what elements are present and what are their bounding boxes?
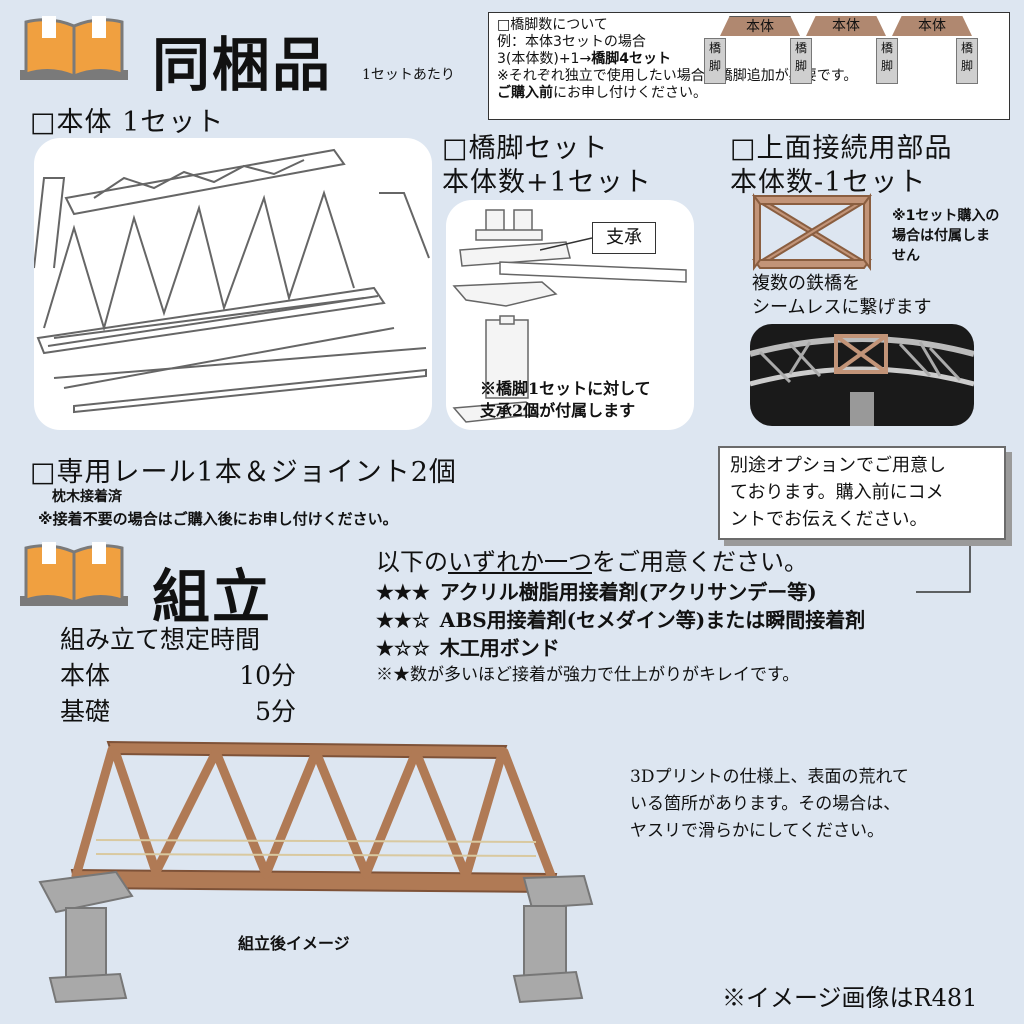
- pier-note-line1: □橋脚数について: [497, 17, 608, 33]
- diagram-body-2: 本体: [806, 16, 886, 36]
- diagram-pier-2: 橋脚: [790, 38, 812, 84]
- bearing-label: 支承: [592, 222, 656, 254]
- pier-note-line4: ※それぞれ独立で使用したい場合は橋脚追加が必要です。: [497, 68, 858, 84]
- rail-note: ※接着不要の場合はご購入後にお申し付けください。: [38, 510, 398, 528]
- diagram-body-3: 本体: [892, 16, 972, 36]
- image-note: ※イメージ画像はR481: [722, 984, 978, 1012]
- adhesive-item: ★☆☆木工用ボンド: [376, 636, 560, 660]
- pier-diagram: 本体 本体 本体 橋脚 橋脚 橋脚 橋脚: [700, 14, 980, 84]
- book-icon: [20, 542, 128, 606]
- adhesive-item: ★★★アクリル樹脂用接着剤(アクリサンデー等): [376, 580, 817, 604]
- contents-title: 同梱品: [152, 31, 333, 99]
- connector-item-line2: 本体数-1セット: [730, 167, 927, 198]
- diagram-pier-4: 橋脚: [956, 38, 978, 84]
- pier-note-line2: 例：本体3セットの場合: [497, 34, 646, 50]
- adhesive-note: ※★数が多いほど接着が強力で仕上がりがキレイです。: [376, 665, 800, 685]
- connector-item-line1: □上面接続用部品: [730, 133, 953, 164]
- connected-bridge-photo: [750, 324, 974, 426]
- diagram-body-1: 本体: [720, 16, 800, 36]
- option-connector-line: [916, 546, 971, 593]
- body-parts-image: [34, 138, 432, 430]
- per-set-label: 1セットあたり: [362, 67, 455, 83]
- book-icon: [20, 16, 128, 80]
- rail-sub-label: 枕木接着済: [52, 489, 122, 505]
- pier-item-line1: □橋脚セット: [442, 133, 609, 164]
- diagram-pier-3: 橋脚: [876, 38, 898, 84]
- connector-note: ※1セット購入の 場合は付属しま せん: [892, 208, 1000, 264]
- assembly-title: 組立: [152, 563, 273, 631]
- diagram-pier-1: 橋脚: [704, 38, 726, 84]
- pier-item-line2: 本体数+1セット: [442, 167, 652, 198]
- assembly-time-heading: 組み立て想定時間: [60, 625, 261, 654]
- assembled-caption: 組立後イメージ: [238, 934, 350, 953]
- adhesive-section: 以下のいずれか一つをご用意ください。 ★★★アクリル樹脂用接着剤(アクリサンデー…: [376, 546, 996, 688]
- print-note: 3Dプリントの仕様上、表面の荒れて いる箇所があります。その場合は、 ヤスリで滑…: [630, 767, 909, 841]
- rail-item-label: □専用レール1本＆ジョイント2個: [30, 457, 457, 488]
- assembled-bridge-image: [38, 740, 594, 1004]
- connector-desc: 複数の鉄橋を シームレスに繋げます: [752, 273, 932, 318]
- body-item-label: □本体 1セット: [30, 107, 225, 138]
- pier-note: ※橋脚1セットに対して 支承2個が付属します: [480, 379, 651, 420]
- adhesive-item: ★★☆ABS用接着剤(セメダイン等)または瞬間接着剤: [376, 608, 866, 632]
- pier-note-line3: 3(本体数)+1→橋脚4セット: [497, 51, 671, 67]
- option-box: 別途オプションでご用意し ております。購入前にコメ ントでお伝えください。: [718, 446, 1006, 540]
- connector-part-image: [752, 193, 872, 271]
- bearing-pointer: [540, 237, 593, 251]
- adhesive-heading: 以下のいずれか一つをご用意ください。: [376, 548, 808, 576]
- pier-note-line5: ご購入前にお申し付けください。: [497, 85, 707, 101]
